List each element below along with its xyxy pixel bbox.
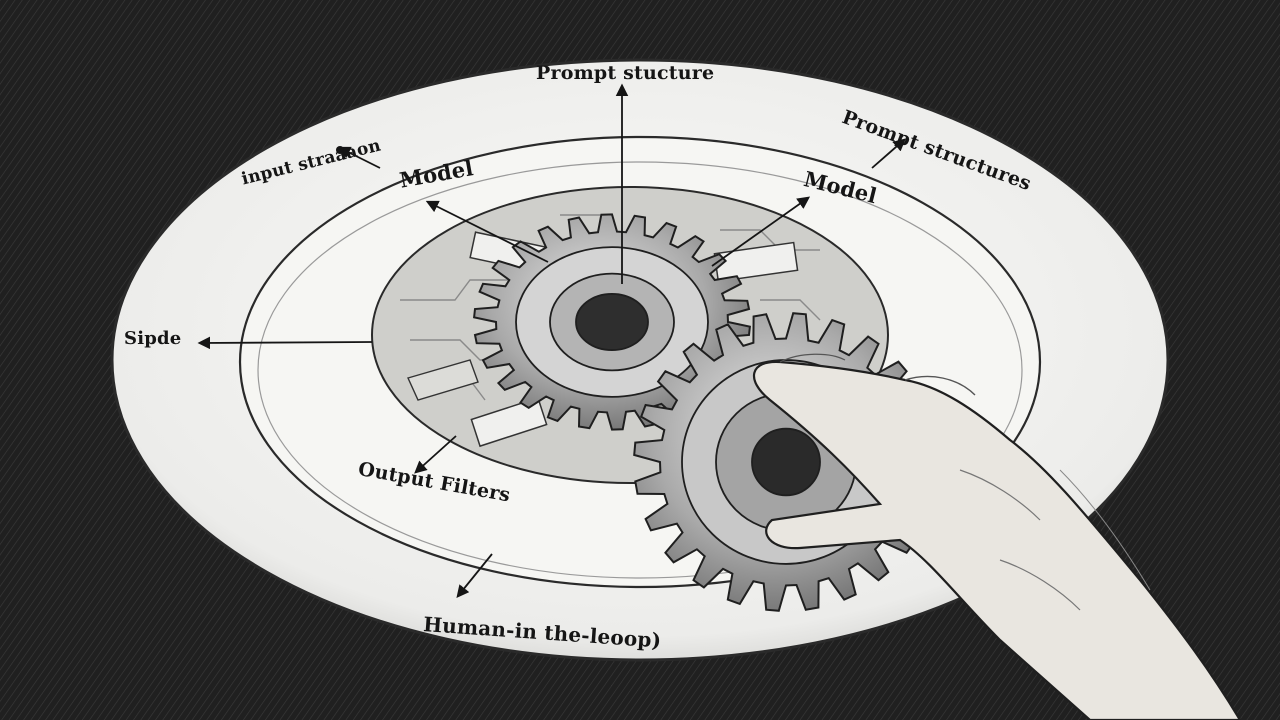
middle-ring-edge <box>257 161 1023 579</box>
arrow-human <box>456 553 493 598</box>
label-sipde: Sipde <box>124 328 182 349</box>
arrow-sipde <box>197 336 373 350</box>
arrow-model-left <box>425 200 549 263</box>
hand-icon <box>752 353 1242 720</box>
label-prompt-structure-top: Prompt stucture <box>536 62 715 84</box>
pointer-arrows <box>197 83 906 598</box>
bracket-left <box>407 359 479 401</box>
arrow-input <box>337 146 381 169</box>
arrow-model-right <box>711 196 811 267</box>
arrow-output <box>414 435 457 474</box>
gear-icon <box>473 213 751 431</box>
arrow-prompt-right <box>871 138 906 169</box>
chip-bottom-left <box>470 396 548 448</box>
input-marker-dot <box>336 146 344 154</box>
